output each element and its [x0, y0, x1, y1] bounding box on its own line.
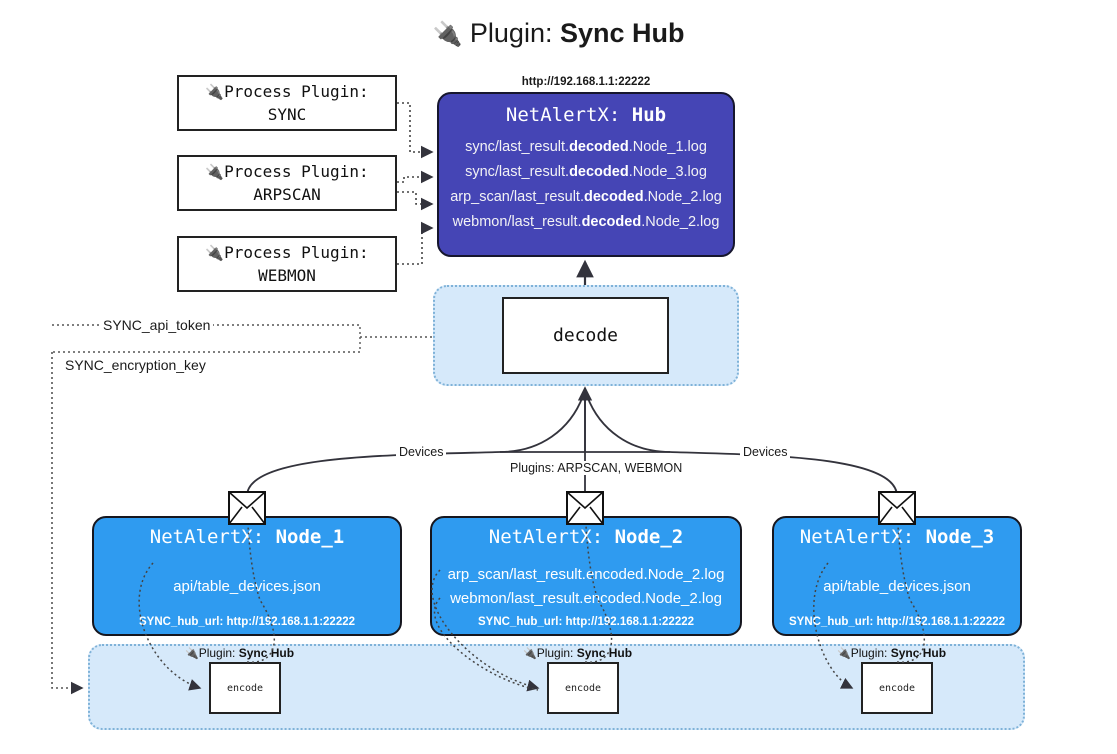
process-plugin-line1: 🔌Process Plugin:: [205, 161, 369, 181]
node-line: arp_scan/last_result.encoded.Node_2.log: [447, 565, 725, 583]
process-plugin-line2: SYNC: [267, 105, 307, 125]
node-footer: SYNC_hub_url: http://192.168.1.1:22222: [138, 616, 356, 628]
plug-icon: 🔌: [432, 21, 463, 48]
node-title: NetAlertX: Node_3: [799, 526, 995, 548]
envelope-icon: [878, 491, 916, 525]
node-footer: SYNC_hub_url: http://192.168.1.1:22222: [788, 616, 1006, 628]
hub-log-line: webmon/last_result.decoded.Node_2.log: [452, 213, 720, 230]
encode-box-node-3[interactable]: encode: [861, 662, 933, 714]
encode-plugin-label: 🔌Plugin: Sync Hub: [837, 646, 947, 660]
node-box-node-2[interactable]: NetAlertX: Node_2 arp_scan/last_result.e…: [430, 516, 742, 636]
node-line: api/table_devices.json: [173, 577, 321, 595]
envelope-icon: [228, 491, 266, 525]
node-line: webmon/last_result.encoded.Node_2.log: [450, 589, 722, 607]
encode-box-node-2[interactable]: encode: [547, 662, 619, 714]
hub-log-line: arp_scan/last_result.decoded.Node_2.log: [450, 188, 722, 205]
node-title: NetAlertX: Node_2: [488, 526, 684, 548]
edge-label-center-plugins: Plugins: ARPSCAN, WEBMON: [507, 461, 686, 475]
encode-plugin-label: 🔌Plugin: Sync Hub: [185, 646, 295, 660]
decode-box[interactable]: decode: [502, 297, 669, 374]
hub-node[interactable]: NetAlertX: Hub sync/last_result.decoded.…: [437, 92, 735, 257]
process-plugin-line1: 🔌Process Plugin:: [205, 81, 369, 101]
plug-icon: 🔌: [523, 648, 537, 660]
page-title-name: Sync Hub: [559, 18, 685, 48]
edge-label-left-devices: Devices: [396, 445, 447, 459]
plug-icon: 🔌: [205, 83, 225, 101]
node-footer: SYNC_hub_url: http://192.168.1.1:22222: [477, 616, 695, 628]
plug-icon: 🔌: [185, 648, 199, 660]
hub-log-line: sync/last_result.decoded.Node_3.log: [465, 163, 707, 180]
encode-box-node-1[interactable]: encode: [209, 662, 281, 714]
node-line: api/table_devices.json: [823, 577, 971, 595]
hub-log-line: sync/last_result.decoded.Node_1.log: [465, 139, 707, 155]
node-box-node-1[interactable]: NetAlertX: Node_1 api/table_devices.json…: [92, 516, 402, 636]
plug-icon: 🔌: [205, 244, 225, 262]
process-plugin-line2: WEBMON: [258, 266, 316, 286]
process-plugin-box-webmon[interactable]: 🔌Process Plugin: WEBMON: [177, 236, 397, 292]
hub-url-label: http://192.168.1.1:22222: [521, 76, 651, 88]
process-plugin-box-arpscan[interactable]: 🔌Process Plugin: ARPSCAN: [177, 155, 397, 211]
sync-encryption-key-label: SYNC_encryption_key: [62, 357, 209, 373]
envelope-icon: [566, 491, 604, 525]
sync-api-token-label: SYNC_api_token: [100, 317, 214, 333]
page-title-prefix: Plugin:: [469, 18, 560, 48]
edge-label-right-devices: Devices: [740, 445, 791, 459]
process-plugin-box-sync[interactable]: 🔌Process Plugin: SYNC: [177, 75, 397, 131]
process-plugin-line1: 🔌Process Plugin:: [205, 242, 369, 262]
encode-plugin-label: 🔌Plugin: Sync Hub: [523, 646, 633, 660]
node-title: NetAlertX: Node_1: [149, 526, 345, 548]
plug-icon: 🔌: [837, 648, 851, 660]
hub-title: NetAlertX: Hub: [505, 104, 667, 126]
node-box-node-3[interactable]: NetAlertX: Node_3 api/table_devices.json…: [772, 516, 1022, 636]
process-plugin-line2: ARPSCAN: [253, 185, 321, 205]
page-title: 🔌 Plugin: Sync Hub: [0, 18, 1117, 49]
plug-icon: 🔌: [205, 163, 225, 181]
